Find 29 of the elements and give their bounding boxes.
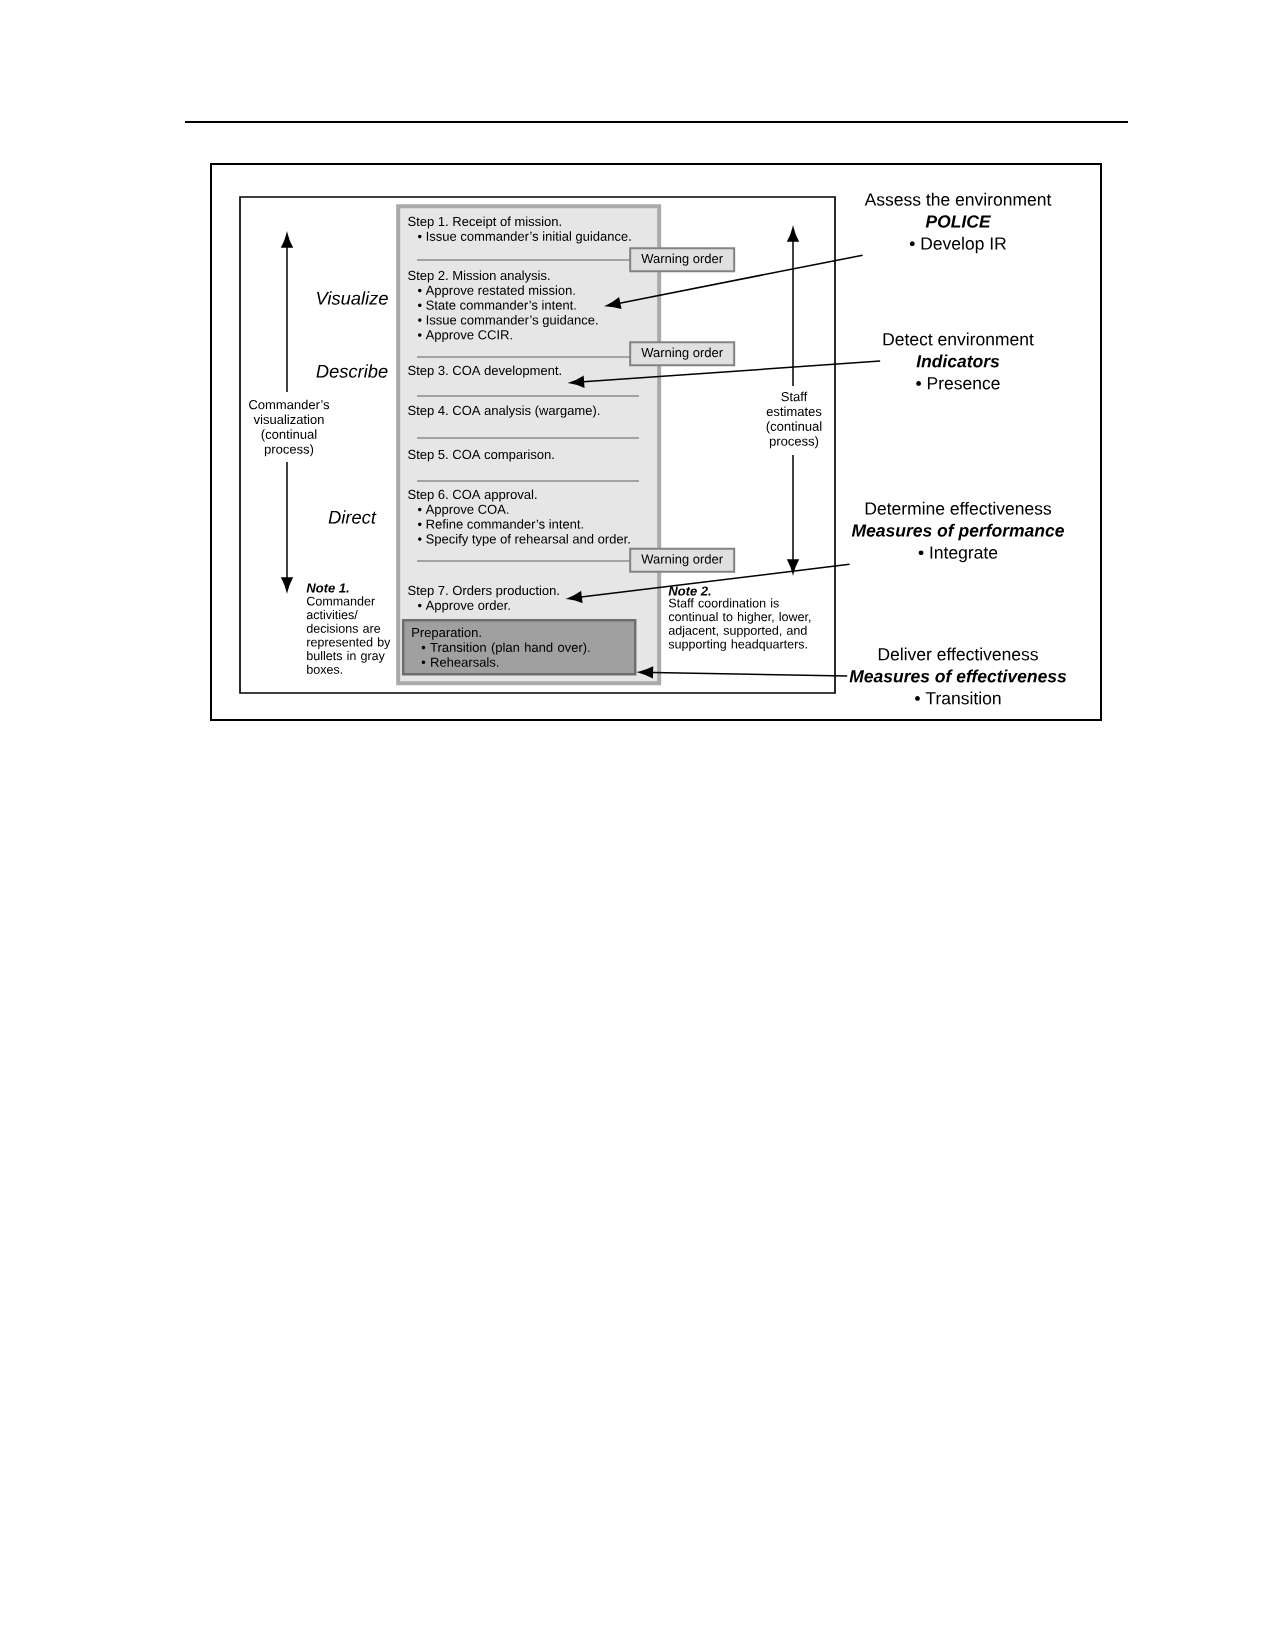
effect-text: Determine effectiveness Measures of performance • Integrate <box>851 501 1064 563</box>
phase-label: Describe <box>316 364 388 378</box>
step-text: Step 3. COA development. <box>408 365 561 378</box>
phase-label: Visualize <box>317 291 388 305</box>
step-text: Step 4. COA analysis (wargame). <box>408 405 600 418</box>
preparation-box: Preparation. • Transition (plan hand over). • Rehearsals. <box>401 618 637 676</box>
arrow <box>638 666 848 679</box>
phase-label: Direct <box>328 510 377 524</box>
note-title: Note 1. <box>306 583 349 593</box>
step-text: Step 1. Receipt of mission. • Issue commander’s initial guidance. <box>408 216 631 244</box>
step-text: Step 7. Orders production. • Approve order. <box>408 585 559 613</box>
note-text: Staff coordination is continual to higher, lower, adjacent, supported, and supporting headquarters. <box>668 598 811 651</box>
step-text: Step 5. COA comparison. <box>408 449 554 462</box>
warning-order-box: Warning order <box>629 547 736 573</box>
warning-order-box: Warning order <box>629 247 736 273</box>
process-label: Staff estimates (continual process) <box>766 391 822 449</box>
process-label: Commander’s visualization (continual process) <box>249 399 330 457</box>
effect-text: Assess the environment POLICE • Develop IR <box>864 192 1052 254</box>
warning-order-box: Warning order <box>629 341 736 367</box>
note-text: Commander activities/ decisions are represented by bullets in gray boxes. <box>306 596 391 674</box>
effect-text: Deliver effectiveness Measures of effectiveness • Transition <box>849 647 1067 705</box>
step-text: Step 6. COA approval. • Approve COA. • Refine commander’s intent. • Specify type of rehearsal and order. <box>408 489 630 547</box>
arrow <box>567 563 851 603</box>
arrow <box>569 360 881 388</box>
step-text: Step 2. Mission analysis. • Approve restated mission. • State commander’s intent. • Issue commander’s guidance. • Approve CCIR. <box>408 270 598 342</box>
diagram-frame <box>239 196 836 694</box>
note-title: Note 2. <box>668 586 711 596</box>
arrow <box>606 254 864 309</box>
effect-text: Detect environment Indicators • Presence <box>883 332 1034 390</box>
